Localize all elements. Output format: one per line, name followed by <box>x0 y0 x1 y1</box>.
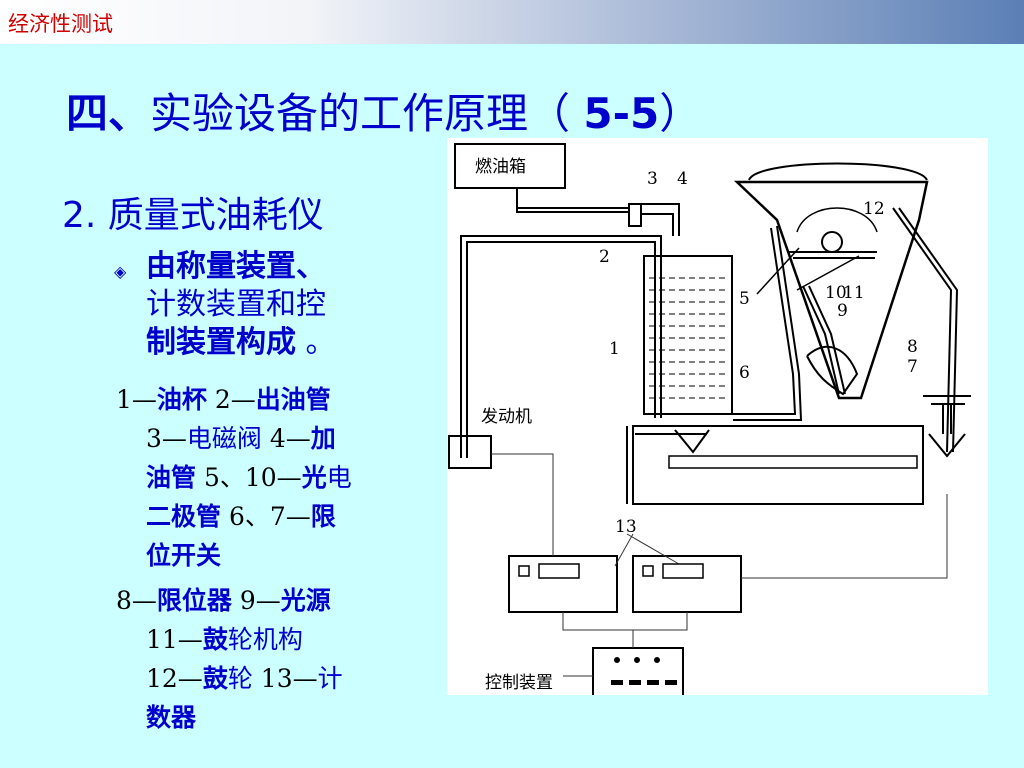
title-close: ） <box>659 89 702 138</box>
engine-label: 发动机 <box>481 407 532 427</box>
legend-line-2: 3—电磁阀 4—加 <box>146 424 336 453</box>
bullet-diamond-icon: ◈ <box>114 262 127 281</box>
legend-line-9: 数器 <box>146 703 197 732</box>
header-bar: 经济性测试 <box>0 0 1024 44</box>
fuel-level-lines <box>649 277 727 399</box>
bullet-text: 由称量装置、计数装置和控制装置构成 。 <box>146 248 406 362</box>
part-label-4: 4 <box>677 169 688 189</box>
section-title: 经济性测试 <box>8 12 113 36</box>
legend-line-5: 位开关 <box>146 541 222 570</box>
fuel-tank-box <box>454 143 566 189</box>
part-label-6: 6 <box>739 363 750 383</box>
part-label-9: 9 <box>837 301 848 321</box>
fuel-cup <box>643 255 733 415</box>
part-label-5: 5 <box>739 289 750 309</box>
subheading: 2. 质量式油耗仪 <box>62 195 324 236</box>
slide-title: 四、实验设备的工作原理（ 5-5） <box>66 80 701 141</box>
legend-line-4: 二极管 6、7—限 <box>146 502 336 531</box>
engine-box <box>448 435 492 469</box>
title-main: 实验设备的工作原理（ <box>150 89 571 138</box>
title-number: 5-5 <box>583 89 660 138</box>
part-label-1: 1 <box>609 339 620 359</box>
legend-line-3: 油管 5、10—光电 <box>146 463 352 492</box>
bullet-normal: 计数装置和控 <box>146 287 326 322</box>
part-label-11: 11 <box>843 283 865 303</box>
bullet-bold: 由称量装置、 <box>146 249 326 284</box>
legend-list: 1—油杯 2—出油管 3—电磁阀 4—加 油管 5、10—光电 二极管 6、7—… <box>116 380 421 737</box>
part-label-8: 8 <box>907 337 918 357</box>
part-label-3: 3 <box>647 169 658 189</box>
fuel-meter-diagram: 燃油箱 发动机 控制装置 1 2 3 4 5 6 7 8 9 10 11 12 … <box>447 138 988 695</box>
part-label-7: 7 <box>907 357 918 377</box>
legend-line-1: 1—油杯 2—出油管 <box>116 385 331 414</box>
bullet-bold2: 制装置构成 <box>146 325 296 360</box>
control-device-label: 控制装置 <box>485 673 553 693</box>
diagram-svg: 燃油箱 发动机 控制装置 1 2 3 4 5 6 7 8 9 10 11 12 … <box>448 143 971 695</box>
control-box <box>592 647 684 695</box>
bullet-end: 。 <box>296 325 336 360</box>
part-label-12: 12 <box>863 199 885 219</box>
part-label-10: 10 <box>825 283 847 303</box>
legend-line-8: 12—鼓轮 13—计 <box>146 664 343 693</box>
legend-line-7: 11—鼓轮机构 <box>146 625 303 654</box>
title-prefix: 四、 <box>66 89 151 138</box>
part-label-13: 13 <box>615 517 637 537</box>
part-label-2: 2 <box>599 247 610 267</box>
legend-line-6: 8—限位器 9—光源 <box>116 586 331 615</box>
fuel-tank-label: 燃油箱 <box>475 157 526 177</box>
